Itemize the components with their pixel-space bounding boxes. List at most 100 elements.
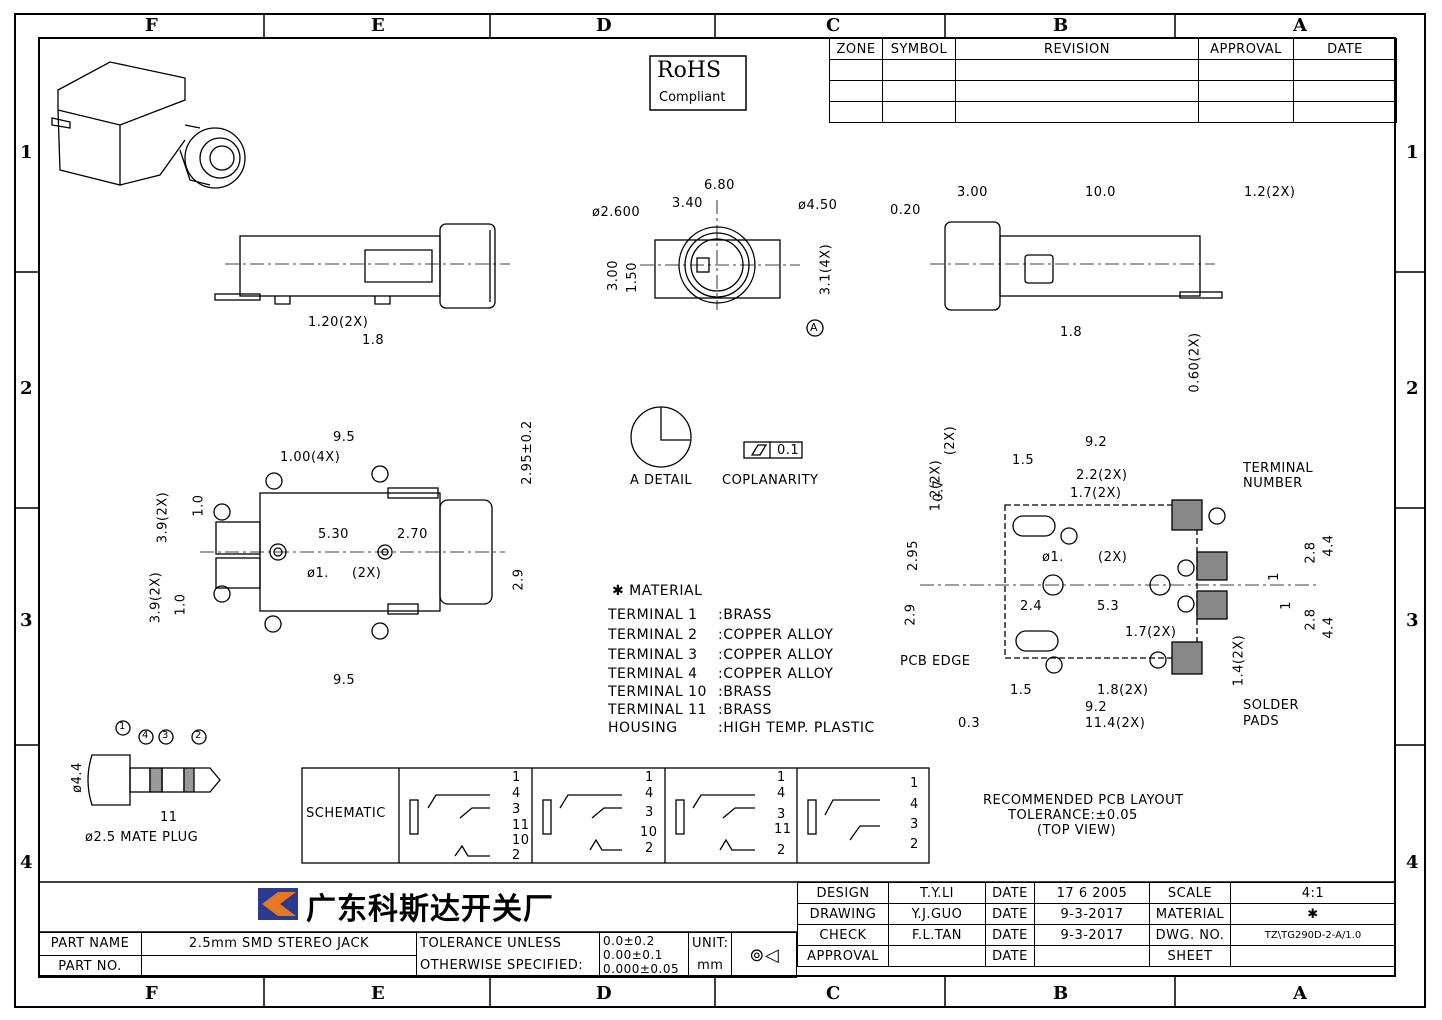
mate-plug — [87, 720, 221, 806]
top-view — [200, 465, 505, 640]
dim-right-100: 10.0 — [1085, 185, 1116, 200]
pin-label: 10 — [512, 833, 530, 848]
dim-top-10b: 1.0 — [173, 593, 189, 616]
unit-label: UNIT: — [692, 936, 729, 951]
zone-col-f: F — [145, 15, 158, 36]
design-date: 17 6 2005 — [1034, 882, 1150, 904]
tol-3: 0.000±0.05 — [603, 962, 680, 976]
material-name: TERMINAL 11 — [608, 702, 707, 718]
check-name: F.L.TAN — [888, 924, 986, 946]
pcb-caption-2: TOLERANCE:±0.05 — [1008, 808, 1138, 823]
pcb-dim-17b: 1.7(2X) — [1125, 625, 1177, 640]
iso-view — [51, 61, 246, 189]
tol-2: 0.00±0.1 — [603, 948, 663, 962]
pcb-dim-53: 5.3 — [1097, 599, 1120, 614]
front-view — [640, 200, 824, 337]
dim-front-300: 3.00 — [605, 260, 621, 291]
pcb-dim-92b: 9.2 — [1085, 700, 1108, 715]
material-value: :HIGH TEMP. PLASTIC — [718, 720, 875, 736]
zone-col-d-bottom: D — [596, 983, 612, 1004]
pcb-solder: SOLDER — [1243, 698, 1299, 713]
pcb-edge: PCB EDGE — [900, 654, 971, 669]
dim-left-18: 1.8 — [362, 333, 385, 348]
material-value: :BRASS — [718, 607, 772, 623]
zone-row-4: 4 — [20, 852, 33, 873]
pcb-dim-22: 2.2(2X) — [1076, 468, 1128, 483]
coplanarity-label: COPLANARITY — [722, 473, 819, 488]
drawing-name: Y.J.GUO — [888, 903, 986, 925]
pcb-dim-28b: 2.8 — [1303, 608, 1319, 631]
unit-value: mm — [697, 958, 724, 973]
part-table: PART NAME 2.5mm SMD STEREO JACK TOLERANC… — [38, 932, 797, 978]
pcb-dim-295: 2.95 — [905, 540, 921, 571]
pin-label: 11 — [512, 818, 530, 833]
zone-row-2-right: 2 — [1406, 378, 1419, 399]
pcb-dim-114: 11.4(2X) — [1085, 716, 1146, 731]
rev-header-date: DATE — [1293, 38, 1397, 60]
pin-label: 1 — [777, 770, 786, 785]
dim-front-31: 3.1(4X) — [818, 243, 834, 296]
a-detail-label: A DETAIL — [630, 473, 693, 488]
tolerance-label-2: OTHERWISE SPECIFIED: — [420, 958, 584, 973]
dim-front-450: ø4.50 — [798, 198, 838, 213]
right-side-view — [930, 221, 1223, 311]
dim-top-270: 2.70 — [397, 527, 428, 542]
schematic-label: SCHEMATIC — [306, 806, 386, 821]
tolerance-label-1: TOLERANCE UNLESS — [420, 936, 562, 951]
pcb-dim-29: 2.9 — [903, 603, 919, 626]
pcb-dim-15: 1.5 — [1012, 453, 1035, 468]
pcb-layout — [920, 499, 1320, 675]
pin-label: 1 — [512, 770, 521, 785]
plug-dim-11: 11 — [160, 810, 178, 825]
pcb-terminal: TERMINAL — [1243, 461, 1314, 476]
plug-pin-1: 1 — [119, 721, 126, 732]
company-name: 广东科斯达开关厂 — [306, 892, 554, 927]
pin-label: 4 — [512, 786, 521, 801]
pcb-dim-1b: 1 — [1278, 601, 1294, 610]
zone-row-1: 1 — [20, 142, 33, 163]
pin-label: 2 — [910, 837, 919, 852]
zone-col-f-bottom: F — [145, 983, 158, 1004]
pcb-dim-24: 2.4 — [1020, 599, 1043, 614]
rev-header-revision: REVISION — [955, 38, 1199, 60]
material-name: TERMINAL 3 — [608, 647, 698, 663]
part-no-label: PART NO. — [38, 954, 142, 978]
zone-row-4-right: 4 — [1406, 852, 1419, 873]
dim-left-120: 1.20(2X) — [308, 315, 369, 330]
pcb-number: NUMBER — [1243, 476, 1303, 491]
dim-top-100: 1.00(4X) — [280, 450, 341, 465]
pcb-dim-44a: 4.4 — [1321, 534, 1337, 557]
material-name: TERMINAL 4 — [608, 666, 698, 682]
material-value: ✱ — [1230, 903, 1396, 925]
unit-cell: UNIT: mm — [687, 932, 733, 978]
plug-pin-3: 3 — [162, 730, 169, 741]
pcb-dim-07-2x: (2X) — [943, 425, 959, 456]
dwg-no: TZ\TG290D-2-A/1.0 — [1230, 924, 1396, 946]
dim-top-39b: 3.9(2X) — [148, 571, 164, 624]
dim-top-2x: (2X) — [352, 566, 382, 581]
pcb-caption-3: (TOP VIEW) — [1037, 823, 1117, 838]
pin-label: 2 — [645, 841, 654, 856]
dim-top-39a: 3.9(2X) — [155, 491, 171, 544]
material-value: :BRASS — [718, 702, 772, 718]
plug-pin-2: 2 — [195, 730, 202, 741]
zone-col-a: A — [1293, 15, 1307, 36]
pin-label: 10 — [640, 825, 658, 840]
part-name-label: PART NAME — [38, 932, 142, 956]
pin-label: 1 — [910, 776, 919, 791]
coplanarity-value: 0.1 — [777, 443, 800, 458]
dim-right-020: 0.20 — [890, 203, 921, 218]
dim-front-340: 3.40 — [672, 196, 703, 211]
rev-header-approval: APPROVAL — [1198, 38, 1294, 60]
dim-top-95: 9.5 — [333, 430, 356, 445]
pcb-dim-07: 0.7 — [931, 479, 947, 502]
pin-label: 3 — [777, 807, 786, 822]
zone-col-c-bottom: C — [826, 983, 841, 1004]
material-name: TERMINAL 10 — [608, 684, 707, 700]
zone-col-a-bottom: A — [1293, 983, 1307, 1004]
pcb-dim-18: 1.8(2X) — [1097, 683, 1149, 698]
rohs-label: RoHS — [657, 58, 722, 83]
projection-symbol-icon: ⊚◁ — [731, 932, 797, 978]
